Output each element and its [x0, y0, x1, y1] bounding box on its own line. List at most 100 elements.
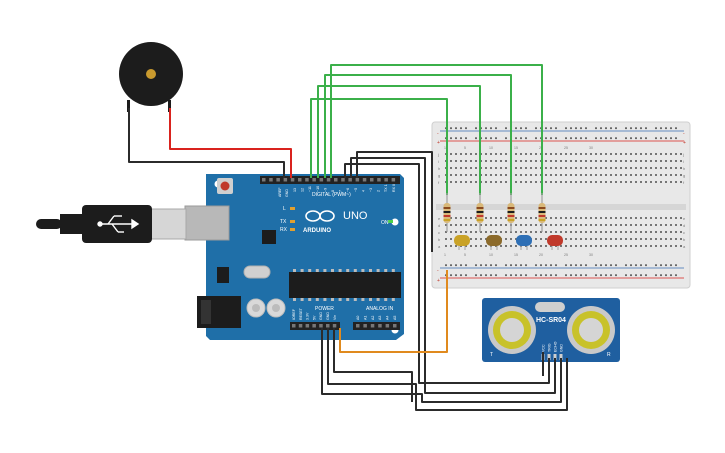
header-pin[interactable] — [355, 178, 360, 182]
digital-pin-label: 8 — [331, 190, 335, 192]
l-label: L — [283, 206, 286, 212]
gnd-pin-label: GND — [285, 189, 289, 197]
tx-led — [290, 220, 295, 223]
sensor-pin-label: GND — [560, 344, 564, 352]
header-pin[interactable] — [370, 324, 375, 328]
wire-buzzer-pos — [169, 108, 292, 178]
column-number: 25 — [564, 146, 568, 150]
board-model: UNO — [343, 210, 368, 222]
analog-header — [353, 322, 400, 330]
usb-chip — [262, 230, 276, 244]
header-pin[interactable] — [292, 324, 296, 328]
l-led — [290, 207, 295, 210]
header-pin[interactable] — [305, 324, 310, 328]
header-pin[interactable] — [290, 178, 295, 182]
sensor-pin[interactable] — [547, 354, 551, 360]
header-pin[interactable] — [377, 178, 381, 182]
resistor — [507, 193, 515, 232]
header-pin[interactable] — [334, 178, 338, 182]
header-pin[interactable] — [393, 324, 397, 328]
header-pin[interactable] — [370, 178, 374, 182]
digital-pin-label: 4 — [361, 190, 365, 192]
rx-led — [290, 228, 295, 231]
wire-pin7-trig — [344, 163, 550, 384]
wire-pin10-led3 — [324, 74, 512, 195]
usb-cable — [36, 205, 187, 243]
header-pin[interactable] — [298, 324, 303, 328]
row-letter: g — [683, 173, 685, 178]
header-pin[interactable] — [326, 324, 330, 328]
header-pin[interactable] — [312, 178, 316, 182]
column-number: 10 — [489, 146, 493, 150]
digital-pin-label: RX 0 — [392, 184, 396, 192]
bottom-power-rail — [445, 264, 677, 277]
digital-pin-label: ~9 — [323, 188, 327, 192]
reset-button-cap[interactable] — [220, 181, 230, 191]
power-pin-label: 5V — [312, 315, 316, 320]
sensor-pin[interactable] — [559, 354, 563, 360]
sensor-t-mark: T — [490, 352, 493, 358]
wire-gnd2-sensor — [327, 328, 568, 411]
power-pin-label: IOREF — [292, 308, 296, 320]
digital-pin-label: ~3 — [369, 188, 373, 192]
header-pin[interactable] — [319, 178, 324, 182]
analog-pin-label: A1 — [363, 316, 367, 320]
header-pin[interactable] — [363, 324, 367, 328]
header-pin[interactable] — [362, 178, 367, 182]
digital-pin-label: 13 — [293, 188, 297, 192]
header-pin[interactable] — [283, 178, 288, 182]
header-pin[interactable] — [385, 324, 390, 328]
tx-label: TX — [280, 219, 287, 225]
resistor — [538, 193, 546, 232]
header-pin[interactable] — [319, 324, 323, 328]
wire-pin6-echo — [350, 157, 556, 394]
digital-label: DIGITAL (PWM~) — [312, 192, 351, 198]
atmega-chip — [289, 272, 401, 298]
header-pin[interactable] — [276, 178, 280, 182]
row-letter: i — [438, 159, 439, 164]
column-number: 1 — [444, 146, 446, 150]
sensor-pin-label: VCC — [542, 344, 546, 352]
receiver — [567, 306, 615, 354]
resistors — [443, 193, 546, 232]
sensor-model: HC-SR04 — [536, 317, 566, 324]
header-pin[interactable] — [391, 178, 396, 182]
led — [486, 235, 502, 250]
usb-icon — [97, 215, 140, 233]
wire-pin11-led2 — [317, 85, 481, 195]
rail-plus-label: + — [437, 140, 440, 146]
led — [454, 235, 470, 250]
header-pin[interactable] — [262, 178, 266, 182]
header-pin[interactable] — [348, 178, 352, 182]
column-number: 1 — [444, 253, 446, 257]
rail-minus-label-bottom: - — [437, 268, 439, 274]
header-pin[interactable] — [269, 178, 273, 182]
header-pin[interactable] — [384, 178, 388, 182]
on-led — [388, 220, 393, 223]
column-number: 25 — [564, 253, 568, 257]
crystal — [243, 265, 271, 279]
column-number: 5 — [464, 253, 466, 257]
header-pin[interactable] — [298, 178, 302, 182]
sensor-crystal — [535, 302, 565, 312]
sensor-pin[interactable] — [553, 354, 557, 360]
mounting-hole — [391, 218, 399, 226]
header-pin[interactable] — [378, 324, 382, 328]
board-brand: ARDUINO — [303, 228, 331, 234]
header-pin[interactable] — [312, 324, 316, 328]
header-pin[interactable] — [356, 324, 360, 328]
wire-gnd-sensor — [321, 328, 562, 403]
column-number: 20 — [539, 253, 543, 257]
header-pin[interactable] — [305, 178, 309, 182]
sensor-pin-label: TRIG — [548, 343, 552, 352]
rail-plus-label-bottom: + — [437, 278, 440, 284]
leds — [454, 235, 563, 250]
column-number: 30 — [589, 253, 593, 257]
header-pin[interactable] — [332, 324, 337, 328]
row-letter: a — [438, 244, 441, 249]
header-pin[interactable] — [341, 178, 345, 182]
row-letter: a — [683, 244, 686, 249]
rail-minus-label: - — [437, 131, 439, 137]
header-pin[interactable] — [326, 178, 331, 182]
